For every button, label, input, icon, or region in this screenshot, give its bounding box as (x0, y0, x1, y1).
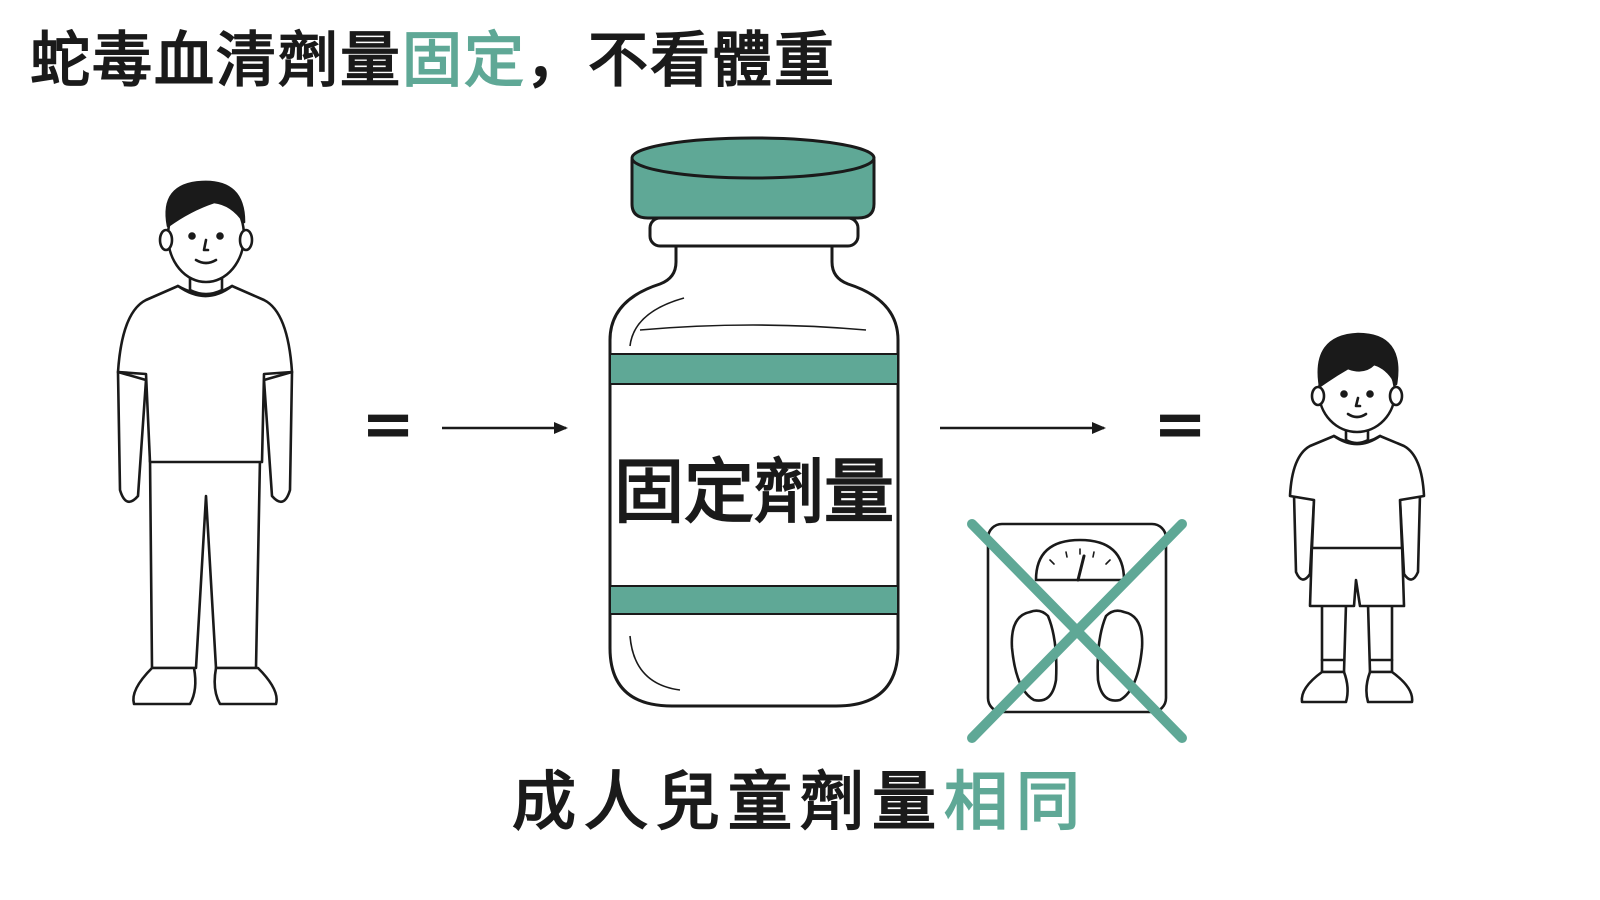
equals-sign-right: = (1153, 388, 1207, 462)
title-part-3: ，不看體重 (526, 26, 836, 96)
child-figure (1288, 332, 1426, 704)
vial-icon (608, 136, 900, 708)
caption-part-1: 成人兒童劑量 (512, 766, 944, 840)
cross-mark-icon (967, 519, 1187, 743)
weighing-scale-icon (986, 522, 1168, 714)
caption: 成人兒童劑量相同 (0, 768, 1600, 838)
title-part-1: 蛇毒血清劑量 (30, 26, 402, 96)
vial-label: 固定劑量 (614, 451, 894, 533)
equals-sign-left: = (361, 388, 415, 462)
page-title: 蛇毒血清劑量固定，不看體重 (30, 28, 836, 94)
adult-figure (116, 180, 294, 706)
title-highlight: 固定 (402, 26, 526, 96)
caption-highlight: 相同 (944, 766, 1088, 840)
